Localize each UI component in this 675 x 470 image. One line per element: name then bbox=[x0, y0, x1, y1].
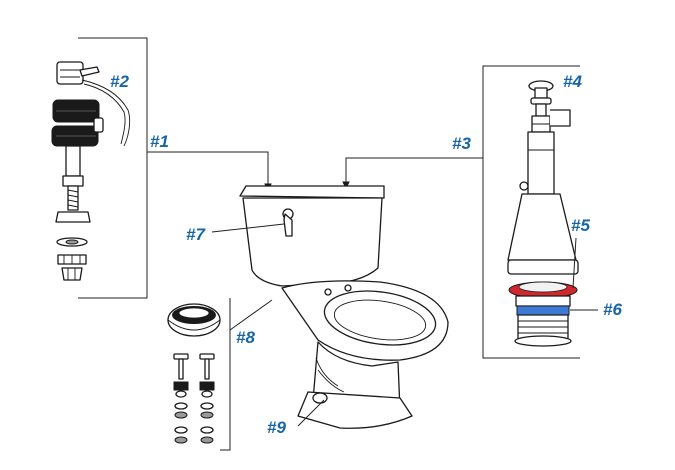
callout-5: #5 bbox=[571, 216, 590, 235]
callout-7: #7 bbox=[186, 225, 205, 244]
callout-2: #2 bbox=[110, 72, 129, 91]
fill-valve[interactable] bbox=[51, 61, 131, 281]
mounting-kit-bracket bbox=[220, 298, 231, 451]
toilet-tank[interactable] bbox=[239, 185, 385, 287]
leader-5 bbox=[572, 237, 577, 289]
leader-3-arrow bbox=[342, 181, 350, 190]
toilet-bowl[interactable] bbox=[281, 280, 449, 429]
leader-9 bbox=[297, 399, 325, 427]
callout-8: #8 bbox=[236, 328, 255, 347]
fill-valve-bracket bbox=[78, 37, 148, 299]
callout-9: #9 bbox=[267, 418, 286, 437]
closet-bolts[interactable] bbox=[173, 353, 215, 444]
flush-valve[interactable] bbox=[507, 80, 579, 347]
leader-8 bbox=[229, 299, 273, 331]
flush-valve-bracket bbox=[482, 65, 580, 359]
leader-1 bbox=[147, 151, 269, 188]
callout-3: #3 bbox=[452, 134, 471, 153]
leader-3 bbox=[345, 157, 483, 186]
leader-7 bbox=[211, 223, 285, 233]
callout-1: #1 bbox=[150, 132, 169, 151]
callout-6: #6 bbox=[603, 300, 622, 319]
wax-ring[interactable] bbox=[167, 303, 221, 337]
callout-4: #4 bbox=[563, 72, 582, 91]
